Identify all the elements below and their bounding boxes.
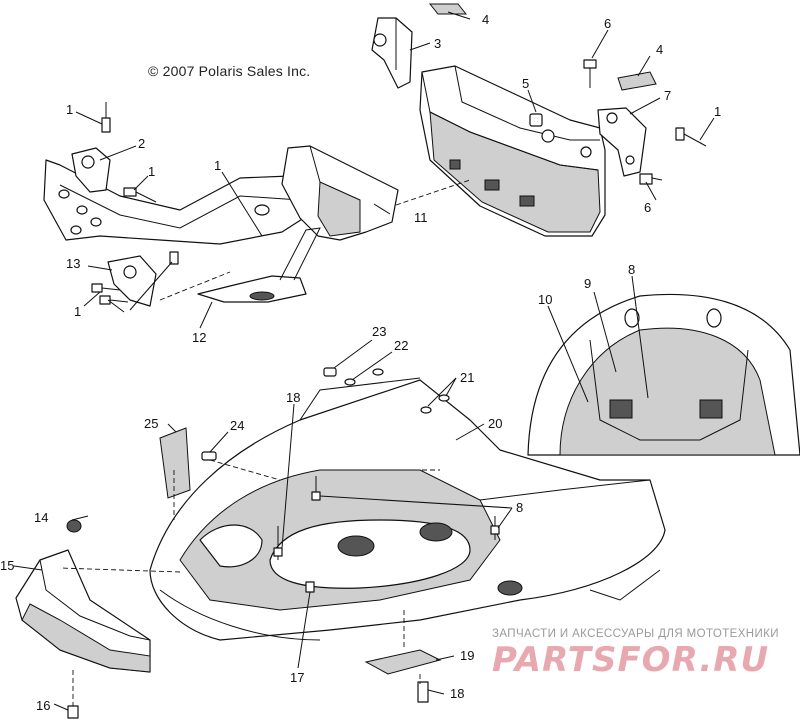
- front-crossmember: [419, 65, 606, 237]
- callout-25: 25: [144, 416, 158, 431]
- callout-18-lower: 18: [450, 686, 464, 701]
- stud-16: [67, 670, 79, 719]
- callout-1-mid: 1: [148, 164, 155, 179]
- bracket-3: [371, 17, 413, 89]
- callout-20: 20: [488, 416, 502, 431]
- assembly-lines: [59, 179, 471, 684]
- callout-21: 21: [460, 370, 474, 385]
- callout-11: 11: [414, 210, 428, 225]
- callout-1-upper: 1: [66, 102, 73, 117]
- grommet-14: [66, 519, 82, 533]
- callout-7: 7: [664, 88, 671, 103]
- callout-1-right: 1: [714, 104, 721, 119]
- decal-4-top: [428, 3, 468, 15]
- callout-16: 16: [36, 698, 50, 713]
- callout-23: 23: [372, 324, 386, 339]
- decal-25: [159, 427, 191, 499]
- strut-12: [197, 227, 321, 303]
- callout-8-hood: 8: [516, 500, 523, 515]
- callout-8-inset: 8: [628, 262, 635, 277]
- callout-17: 17: [290, 670, 304, 685]
- callout-5: 5: [522, 76, 529, 91]
- bolt-1-upper: [101, 102, 111, 133]
- fasteners-21-23: [323, 367, 450, 414]
- bolt-6-lower: [639, 173, 663, 185]
- inset-view: [527, 293, 800, 456]
- nut-5: [529, 113, 543, 127]
- fastener-24: [201, 451, 217, 461]
- bumper-15: [15, 549, 151, 673]
- callout-4-right: 4: [656, 42, 663, 57]
- watermark-subtitle: ЗАПЧАСТИ И АКСЕССУАРЫ ДЛЯ МОТОТЕХНИКИ: [492, 628, 779, 640]
- plate-19: [364, 649, 442, 703]
- callout-14: 14: [34, 510, 48, 525]
- callout-24: 24: [230, 418, 244, 433]
- callout-2: 2: [138, 136, 145, 151]
- nose-pan: [149, 377, 666, 641]
- bracket-13: [107, 255, 157, 307]
- bolt-1-right: [675, 127, 707, 147]
- brace-11: [281, 145, 399, 241]
- bolts-1-lower: [91, 251, 179, 305]
- callout-13: 13: [66, 256, 80, 271]
- callout-1-frame: 1: [214, 158, 221, 173]
- bolt-1-mid: [123, 187, 157, 203]
- callout-19: 19: [460, 648, 474, 663]
- callout-1-lower: 1: [74, 304, 81, 319]
- callout-3: 3: [434, 36, 441, 51]
- callout-4-top: 4: [482, 12, 489, 27]
- callout-labels: 4 3 6 4 5 7 1 2 1 1 11 1 6 13 1 12 10 9 …: [0, 12, 721, 713]
- callout-6-lower: 6: [644, 200, 651, 215]
- callout-22: 22: [394, 338, 408, 353]
- watermark-logo: PARTSFOR.RU: [492, 640, 770, 680]
- callout-18-upper: 18: [286, 390, 300, 405]
- decal-4-right: [617, 71, 657, 91]
- callout-15: 15: [0, 558, 14, 573]
- leader-lines: [13, 11, 715, 711]
- callout-9: 9: [584, 276, 591, 291]
- callout-12: 12: [192, 330, 206, 345]
- bracket-7: [597, 107, 647, 177]
- copyright-notice: © 2007 Polaris Sales Inc.: [148, 63, 311, 79]
- bracket-2: [71, 147, 111, 193]
- callout-6-top: 6: [604, 16, 611, 31]
- bolt-6-top: [583, 59, 597, 88]
- callout-10: 10: [538, 292, 552, 307]
